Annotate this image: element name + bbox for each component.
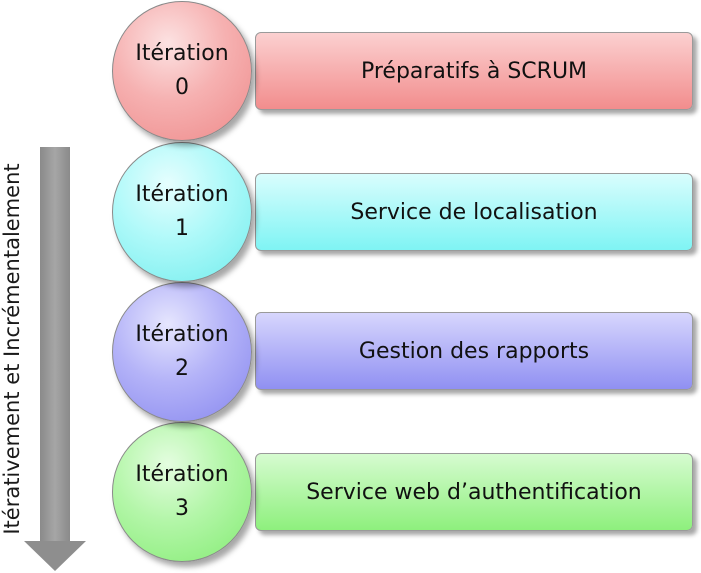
iteration-1-box: Service de localisation xyxy=(255,173,693,251)
iteration-2-box: Gestion des rapports xyxy=(255,312,693,390)
iteration-0-title: Préparatifs à SCRUM xyxy=(360,58,588,84)
arrow-head-icon xyxy=(24,541,86,571)
iteration-0-number: 0 xyxy=(175,75,189,100)
iteration-2-number: 2 xyxy=(175,356,189,381)
process-direction-label: Itérativement et Incrémentalement xyxy=(0,163,24,535)
iteration-1-label: Itération xyxy=(135,182,229,207)
iteration-1-title: Service de localisation xyxy=(350,199,598,225)
iteration-3-title: Service web d’authentification xyxy=(306,479,642,505)
iteration-3-number: 3 xyxy=(175,496,189,521)
iteration-3-circle: Itération 3 xyxy=(112,422,252,562)
iteration-1-circle: Itération 1 xyxy=(112,142,252,282)
down-arrow-icon xyxy=(40,147,70,542)
iteration-3-box: Service web d’authentification xyxy=(255,453,693,531)
iteration-1-number: 1 xyxy=(175,216,189,241)
iteration-2-title: Gestion des rapports xyxy=(358,338,590,364)
iteration-2-label: Itération xyxy=(135,322,229,347)
iteration-0-box: Préparatifs à SCRUM xyxy=(255,32,693,110)
iteration-3-label: Itération xyxy=(135,462,229,487)
iteration-0-label: Itération xyxy=(135,41,229,66)
iteration-2-circle: Itération 2 xyxy=(112,282,252,422)
iteration-0-circle: Itération 0 xyxy=(112,1,252,141)
